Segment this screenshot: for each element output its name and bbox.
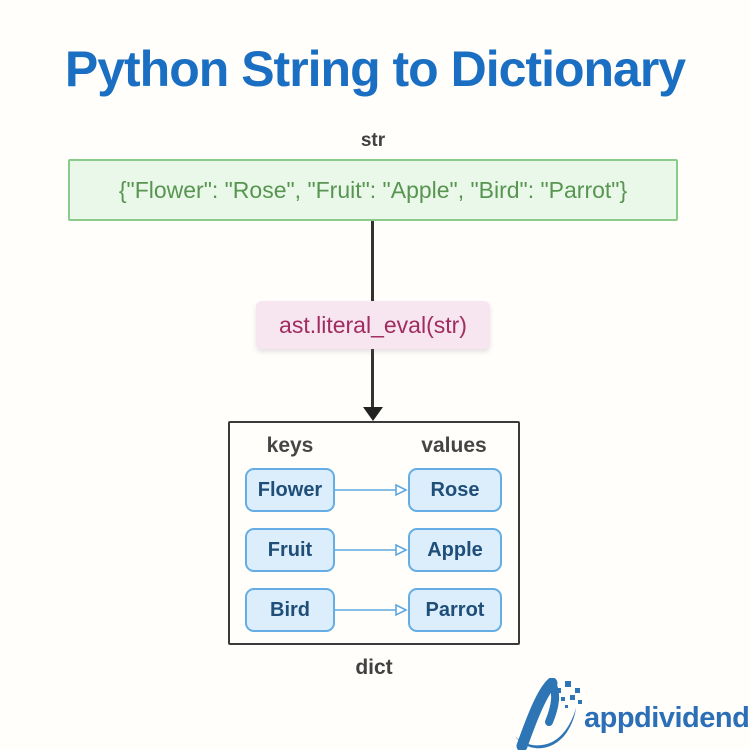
values-column-header: values [421,434,487,457]
dict-result-box: keys values Flower Rose Fruit Apple Bird… [228,421,520,645]
down-arrow-icon [363,407,383,421]
value-pill: Apple [408,528,502,572]
transform-call-text: ast.literal_eval(str) [279,311,467,338]
str-type-label: str [360,130,386,151]
key-pill: Flower [245,468,335,512]
appdividend-logo-icon [515,678,582,750]
value-pill: Rose [408,468,502,512]
key-value-arrow-icon [335,483,408,497]
key-pill: Bird [245,588,335,632]
page-title: Python String to Dictionary [64,41,686,97]
key-pill: Fruit [245,528,335,572]
key-value-arrow-icon [335,543,408,557]
transform-call-box: ast.literal_eval(str) [256,301,490,349]
appdividend-logo-text: appdividend [584,702,750,734]
keys-column-header: keys [266,434,314,457]
value-pill: Parrot [408,588,502,632]
source-string-text: {"Flower": "Rose", "Fruit": "Apple", "Bi… [118,176,628,203]
source-string-box: {"Flower": "Rose", "Fruit": "Apple", "Bi… [68,159,678,221]
brand-logo: appdividend [514,678,750,750]
key-value-arrow-icon [335,603,408,617]
dict-type-label: dict [355,656,393,679]
